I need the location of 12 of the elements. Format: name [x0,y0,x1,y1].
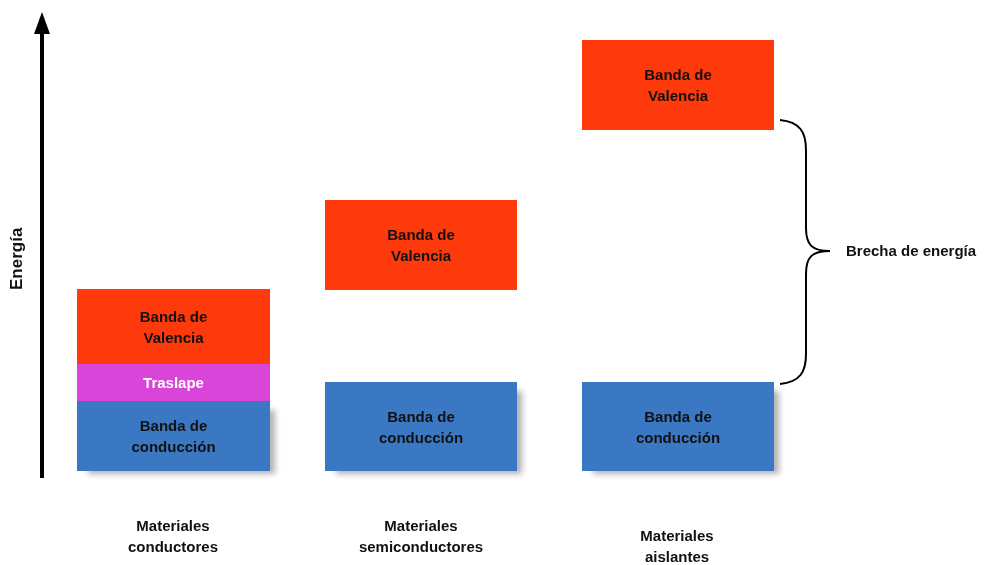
conduction-band: Banda de conducción [77,401,270,471]
overlap-band: Traslape [77,364,270,401]
conduction-band: Banda de conducción [325,382,517,471]
conduction-band: Banda de conducción [582,382,774,471]
valence-band: Banda de Valencia [325,200,517,290]
axis-label: Energía [6,227,27,290]
column-label: Materiales semiconductores [357,516,485,557]
column-label: Materiales conductores [127,516,219,557]
valence-band: Banda de Valencia [582,40,774,130]
gap-label: Brecha de energía [846,241,978,261]
valence-band: Banda de Valencia [77,289,270,364]
column-label: Materiales aislantes [639,526,715,565]
